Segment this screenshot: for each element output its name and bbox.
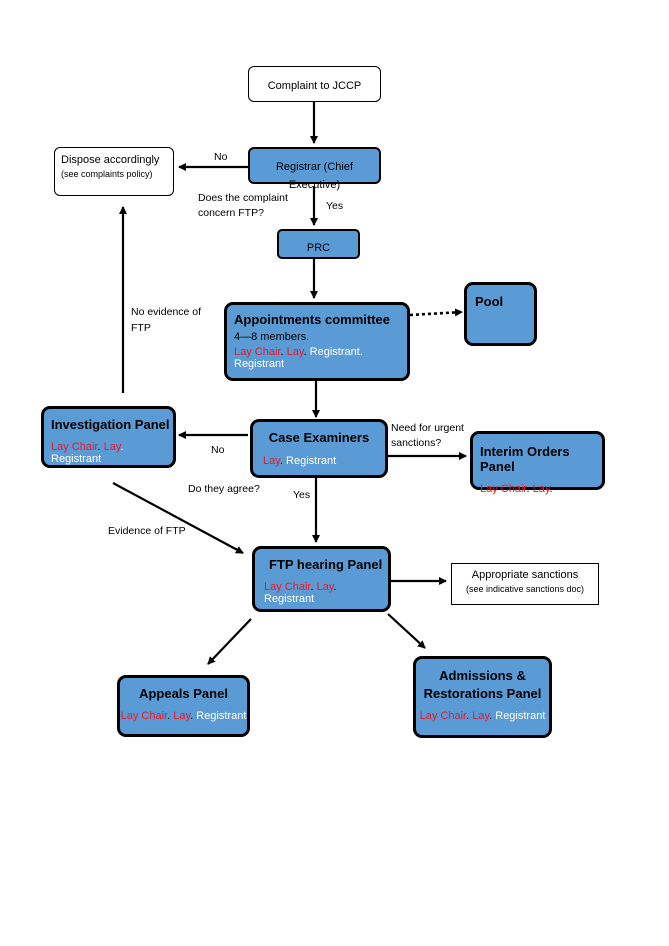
admissions-title-line1: Admissions &: [439, 668, 526, 683]
case-examiners-title: Case Examiners: [268, 430, 370, 445]
appeals-composition: Lay Chair. Lay. Registrant: [120, 710, 247, 722]
lay-chair-text: Lay Chair: [264, 581, 311, 593]
lay-text: Lay: [472, 710, 490, 722]
dispose-node: Dispose accordingly (see complaints poli…: [54, 147, 174, 196]
arrow-ftp-to-appeals: [207, 618, 252, 665]
pool-node: Pool: [464, 282, 537, 346]
pool-label: Pool: [475, 294, 504, 309]
registrar-label: Registrar (Chief Executive): [275, 161, 354, 191]
registrant-text: Registrant: [286, 455, 337, 467]
investigation-panel-node: Investigation Panel Lay Chair. Lay. Regi…: [41, 406, 176, 468]
edge-label-no-dispose: No: [214, 151, 228, 163]
edge-label-urgent-1: Need for urgent: [391, 422, 464, 434]
registrant-text: Registrant: [495, 710, 546, 722]
edge-label-agree: Do they agree?: [188, 483, 260, 495]
appeals-title: Appeals Panel: [139, 686, 228, 701]
lay-text: Lay: [316, 581, 334, 593]
edge-label-no-investigation: No: [211, 444, 225, 456]
prc-node: PRC: [277, 229, 360, 259]
sanctions-label: Appropriate sanctions: [471, 569, 579, 581]
lay-text: Lay: [286, 346, 304, 358]
appointments-members: 4—8 members.: [234, 331, 310, 343]
prc-label: PRC: [306, 242, 331, 254]
interim-title: Interim Orders Panel: [480, 444, 570, 474]
arrow-appointments-to-pool: [409, 308, 463, 317]
registrant-text: Registrant: [480, 495, 531, 507]
registrant-text: Registrant: [309, 346, 360, 358]
admissions-composition: Lay Chair. Lay. Registrant: [419, 710, 546, 722]
dispose-label: Dispose accordingly: [61, 154, 160, 166]
dispose-note: (see complaints policy): [61, 169, 153, 179]
lay-chair-text: Lay Chair: [480, 483, 527, 495]
edge-label-question-ftp-2: concern FTP?: [198, 207, 264, 219]
edge-label-yes-prc: Yes: [326, 200, 344, 212]
registrant-text: Registrant: [51, 453, 102, 465]
appointments-composition: Lay Chair. Lay. Registrant. Registrant: [234, 346, 363, 370]
appointments-committee-node: Appointments committee 4—8 members. Lay …: [224, 302, 410, 381]
lay-text: Lay: [173, 710, 191, 722]
lay-chair-text: Lay Chair: [234, 346, 281, 358]
ftp-hearing-panel-node: FTP hearing Panel Lay Chair. Lay. Regist…: [252, 546, 391, 612]
lay-text: Lay: [532, 483, 550, 495]
interim-orders-panel-node: Interim Orders Panel Lay Chair. Lay. Reg…: [470, 431, 605, 507]
edge-label-yes-ftp: Yes: [293, 489, 311, 501]
edge-label-no-evidence-1: No evidence of: [131, 306, 202, 318]
edge-label-evidence: Evidence of FTP: [108, 525, 186, 537]
edge-label-question-ftp-1: Does the complaint: [198, 192, 288, 204]
registrant-text: Registrant: [234, 358, 285, 370]
edge-label-urgent-2: sanctions?: [391, 437, 442, 449]
lay-text: Lay: [263, 455, 280, 467]
ftp-composition: Lay Chair. Lay. Registrant: [264, 581, 337, 605]
investigation-title: Investigation Panel: [51, 417, 170, 432]
ftp-title: FTP hearing Panel: [269, 557, 383, 572]
arrow-ftp-to-admissions: [387, 613, 426, 649]
interim-composition: Lay Chair. Lay. Registrant: [480, 483, 553, 507]
lay-chair-text: Lay Chair: [51, 441, 98, 453]
lay-chair-text: Lay Chair: [419, 710, 467, 722]
lay-text: Lay: [103, 441, 121, 453]
admissions-restorations-panel-node: Admissions & Restorations Panel Lay Chai…: [413, 656, 552, 738]
registrar-node: Registrar (Chief Executive): [248, 147, 381, 191]
case-examiners-node: Case Examiners Lay. Registrant: [250, 419, 388, 478]
sanctions-node: Appropriate sanctions (see indicative sa…: [451, 563, 599, 605]
registrant-text: Registrant: [264, 593, 315, 605]
registrant-text: Registrant: [196, 710, 247, 722]
complaint-node: Complaint to JCCP: [248, 66, 381, 102]
appeals-panel-node: Appeals Panel Lay Chair. Lay. Registrant: [117, 675, 250, 737]
investigation-composition: Lay Chair. Lay. Registrant: [51, 441, 124, 465]
complaint-label: Complaint to JCCP: [267, 80, 362, 92]
admissions-title-line2: Restorations Panel: [423, 686, 542, 701]
case-examiners-composition: Lay. Registrant: [263, 455, 337, 467]
arrow-investigation-to-ftp: [112, 482, 244, 554]
sanctions-note: (see indicative sanctions doc): [465, 584, 585, 594]
lay-chair-text: Lay Chair: [120, 710, 168, 722]
appointments-title: Appointments committee: [234, 312, 391, 327]
edge-label-no-evidence-2: FTP: [131, 322, 151, 334]
